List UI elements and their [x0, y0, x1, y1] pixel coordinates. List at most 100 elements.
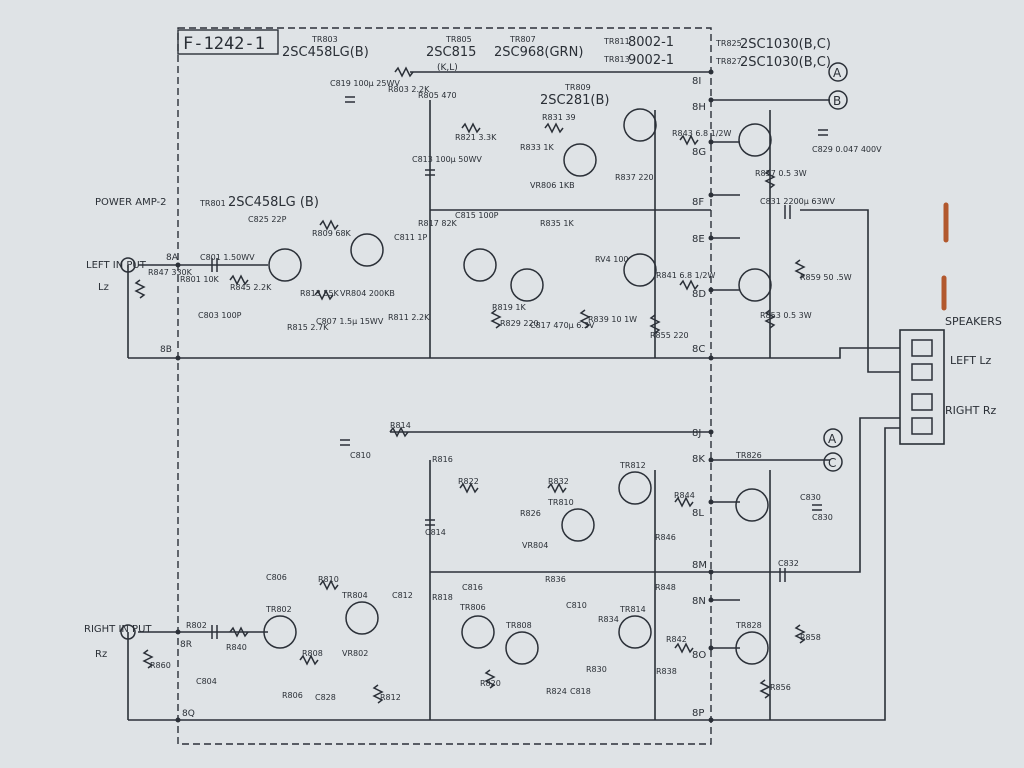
right-input-jack	[120, 624, 136, 640]
right-input-label: RIGHT IN PUT	[84, 624, 152, 635]
svg-text:8A: 8A	[166, 253, 179, 263]
svg-text:TR825: TR825	[715, 39, 742, 48]
svg-text:TR803: TR803	[311, 35, 338, 44]
speakers-right-label: RIGHT Rz	[945, 404, 997, 417]
svg-text:TR804: TR804	[341, 591, 368, 600]
svg-text:R805 470: R805 470	[418, 91, 457, 100]
svg-text:C810: C810	[566, 601, 587, 610]
svg-text:R806: R806	[282, 691, 303, 700]
svg-text:R821 3.3K: R821 3.3K	[455, 133, 497, 142]
connector-b-top: B	[833, 94, 841, 108]
svg-text:TR814: TR814	[619, 605, 646, 614]
svg-text:R835 1K: R835 1K	[540, 219, 574, 228]
svg-text:TR807: TR807	[509, 35, 536, 44]
svg-text:R857 0.5 3W: R857 0.5 3W	[755, 169, 807, 178]
svg-text:8P: 8P	[692, 708, 704, 719]
svg-text:C814: C814	[425, 528, 446, 537]
svg-text:R829 220: R829 220	[500, 319, 539, 328]
svg-text:TR827: TR827	[715, 57, 742, 66]
svg-text:R834: R834	[598, 615, 619, 624]
board-outline	[177, 27, 712, 745]
svg-text:8M: 8M	[692, 560, 707, 571]
svg-text:R811 2.2K: R811 2.2K	[388, 313, 430, 322]
svg-text:R859 50 .5W: R859 50 .5W	[800, 273, 852, 282]
svg-text:R801 10K: R801 10K	[180, 275, 220, 284]
svg-text:C807 1.5μ 15WV: C807 1.5μ 15WV	[316, 317, 384, 326]
svg-text:2SC458LG (B): 2SC458LG (B)	[228, 195, 319, 210]
svg-text:R822: R822	[458, 477, 479, 486]
svg-text:C801 1.50WV: C801 1.50WV	[200, 253, 255, 262]
svg-text:TR828: TR828	[735, 621, 762, 630]
svg-text:8Q: 8Q	[182, 709, 195, 719]
svg-text:R845 2.2K: R845 2.2K	[230, 283, 272, 292]
svg-text:R843 6.8 1/2W: R843 6.8 1/2W	[672, 129, 732, 138]
svg-text:R826: R826	[520, 509, 541, 518]
svg-text:R846: R846	[655, 533, 676, 542]
svg-text:8G: 8G	[692, 147, 706, 158]
svg-text:C810: C810	[350, 451, 371, 460]
right-input-sub: Rz	[95, 649, 107, 660]
svg-text:R816: R816	[432, 455, 453, 464]
svg-text:C812: C812	[392, 591, 413, 600]
svg-text:8H: 8H	[692, 102, 706, 113]
svg-text:R841 6.8 1/2W: R841 6.8 1/2W	[656, 271, 716, 280]
stage-label: POWER AMP-2	[95, 197, 166, 208]
svg-text:2SC1030(B,C): 2SC1030(B,C)	[740, 37, 831, 52]
svg-text:R837 220: R837 220	[615, 173, 654, 182]
svg-text:TR808: TR808	[505, 621, 532, 630]
svg-text:9002-1: 9002-1	[628, 53, 674, 68]
svg-text:R853 0.5 3W: R853 0.5 3W	[760, 311, 812, 320]
svg-text:8O: 8O	[692, 650, 706, 661]
svg-text:TR806: TR806	[459, 603, 486, 612]
svg-text:TR810: TR810	[547, 498, 574, 507]
svg-text:C818: C818	[570, 687, 591, 696]
svg-text:C832: C832	[778, 559, 799, 568]
wire-output-links	[711, 99, 830, 649]
svg-text:8C: 8C	[692, 344, 705, 355]
wire-speaker-right	[711, 417, 900, 721]
svg-text:C831 2200μ 63WV: C831 2200μ 63WV	[760, 197, 835, 206]
svg-text:C825 22P: C825 22P	[248, 215, 287, 224]
svg-text:TR802: TR802	[265, 605, 292, 614]
svg-text:TR813: TR813	[603, 55, 630, 64]
svg-text:R839 10 1W: R839 10 1W	[588, 315, 637, 324]
svg-text:8E: 8E	[692, 234, 705, 245]
speakers-left-label: LEFT Lz	[950, 354, 992, 367]
svg-text:R818: R818	[432, 593, 453, 602]
component-labels-bottom: R814 C810 R816 R822 R832 TR812 R844 TR82…	[150, 421, 833, 702]
svg-text:R820: R820	[480, 679, 501, 688]
svg-text:2SC281(B): 2SC281(B)	[540, 93, 609, 108]
svg-text:TR809: TR809	[564, 83, 591, 92]
svg-text:R813 55K: R813 55K	[300, 289, 340, 298]
svg-text:R840: R840	[226, 643, 247, 652]
svg-text:R860: R860	[150, 661, 171, 670]
svg-text:R833 1K: R833 1K	[520, 143, 554, 152]
svg-text:8J: 8J	[692, 428, 701, 439]
connector-a-bottom: A	[828, 432, 837, 446]
svg-text:R832: R832	[548, 477, 569, 486]
capacitor-symbols	[211, 96, 828, 639]
svg-text:C806: C806	[266, 573, 287, 582]
svg-text:C815 100P: C815 100P	[455, 211, 499, 220]
board-id-box	[177, 29, 279, 55]
svg-text:R856: R856	[770, 683, 791, 692]
speaker-terminal-block	[899, 329, 945, 445]
svg-text:8L: 8L	[692, 508, 704, 519]
svg-text:2SC815: 2SC815	[426, 45, 476, 60]
svg-text:R848: R848	[655, 583, 676, 592]
svg-text:2SC968(GRN): 2SC968(GRN)	[494, 45, 583, 60]
left-input-sub: Lz	[98, 282, 109, 293]
svg-text:R842: R842	[666, 635, 687, 644]
svg-text:C803 100P: C803 100P	[198, 311, 242, 320]
svg-text:R838: R838	[656, 667, 677, 676]
svg-text:R858: R858	[800, 633, 821, 642]
svg-text:R830: R830	[586, 665, 607, 674]
svg-text:R847 330K: R847 330K	[148, 268, 193, 277]
svg-text:TR801: TR801	[199, 199, 226, 208]
svg-text:R855 220: R855 220	[650, 331, 689, 340]
wire-speaker-left	[711, 209, 900, 373]
svg-text:R817 82K: R817 82K	[418, 219, 458, 228]
svg-text:8I: 8I	[692, 76, 701, 87]
svg-text:VR804 200KB: VR804 200KB	[340, 289, 395, 298]
